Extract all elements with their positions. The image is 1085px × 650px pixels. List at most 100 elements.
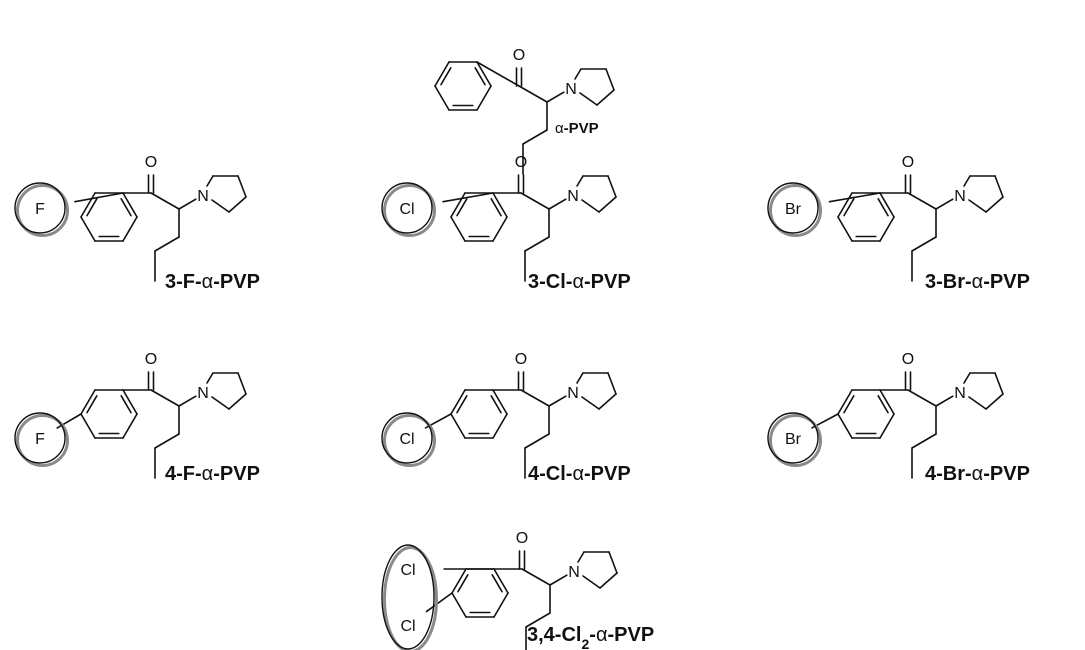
highlight-shadow <box>769 414 822 467</box>
pyrrolidine-bond <box>206 175 214 187</box>
aromatic-double-bond <box>120 198 132 217</box>
pyrrolidine-bond <box>574 68 582 80</box>
compound-name-label: α-PVP <box>555 120 599 137</box>
nitrogen-atom-label: N <box>568 564 580 581</box>
benzene-bond <box>879 389 895 415</box>
pyrrolidine-bond <box>581 396 600 410</box>
nitrogen-atom-label: N <box>954 385 966 402</box>
pyrrolidine-bond <box>228 196 247 213</box>
oxygen-atom-label: O <box>902 154 914 171</box>
alpha-carbon-bond <box>518 85 548 103</box>
amine-bond <box>935 198 954 210</box>
amine-bond <box>935 395 954 407</box>
oxygen-atom-label: O <box>145 154 157 171</box>
substituent-highlight <box>381 544 435 650</box>
benzene-bond <box>492 389 508 415</box>
alpha-carbon-bond <box>150 192 180 210</box>
aromatic-double-bond <box>120 395 132 414</box>
amine-bond <box>548 198 567 210</box>
amine-bond <box>178 198 197 210</box>
benzene-bond <box>451 568 467 594</box>
compound-name-label: 3-Br-α-PVP <box>925 271 1030 293</box>
oxygen-atom-label: O <box>515 154 527 171</box>
aromatic-double-bond <box>490 395 502 414</box>
substituent-highlight <box>767 412 819 464</box>
benzene-bond <box>492 216 508 242</box>
aromatic-double-bond <box>877 395 889 414</box>
compound-name-label: 3-Cl-α-PVP <box>528 271 631 293</box>
aromatic-double-bond <box>456 198 468 217</box>
oxygen-atom-label: O <box>515 351 527 368</box>
aromatic-double-bond <box>877 198 889 217</box>
pyrrolidine-bond <box>577 551 585 563</box>
halogen-bond <box>442 192 494 203</box>
compound-name-label: 4-Br-α-PVP <box>925 463 1030 485</box>
pyrrolidine-bond <box>228 393 247 410</box>
pyrrolidine-bond <box>579 92 598 106</box>
pyrrolidine-bond <box>968 199 987 213</box>
pyrrolidine-bond <box>605 68 615 91</box>
chain-bond <box>911 236 937 252</box>
benzene-bond <box>80 192 96 218</box>
benzene-bond <box>80 413 96 439</box>
aromatic-double-bond <box>457 574 469 593</box>
benzene-bond <box>837 216 853 242</box>
substituent-highlight <box>381 182 433 234</box>
aromatic-double-bond <box>456 395 468 414</box>
alpha-carbon-bond <box>150 389 180 407</box>
benzene-bond <box>451 592 467 618</box>
benzene-bond <box>450 216 466 242</box>
benzene-bond <box>80 389 96 415</box>
benzene-bond <box>879 216 895 242</box>
benzene-bond <box>122 192 138 218</box>
alpha-carbon-bond <box>521 568 551 586</box>
benzene-bond <box>450 389 466 415</box>
chain-bond <box>524 433 550 449</box>
benzene-bond <box>493 592 509 618</box>
substituent-highlight <box>14 412 66 464</box>
halogen-atom-label: Cl <box>400 562 415 579</box>
benzene-bond <box>122 413 138 439</box>
halogen-atom-label: Br <box>785 431 802 448</box>
highlight-shadow <box>383 184 436 237</box>
pyrrolidine-bond <box>582 575 601 589</box>
benzene-bond <box>492 413 508 439</box>
amine-bond <box>549 574 568 586</box>
chain-bond <box>524 236 550 252</box>
halogen-bond <box>828 192 881 203</box>
benzene-bond <box>837 192 853 218</box>
benzene-bond <box>122 389 138 415</box>
pyrrolidine-bond <box>581 199 600 213</box>
nitrogen-atom-label: N <box>197 188 209 205</box>
benzene-bond <box>493 568 509 594</box>
aromatic-double-bond <box>490 198 502 217</box>
substituent-highlight <box>767 182 819 234</box>
alpha-carbon-bond <box>907 192 937 210</box>
chain-bond <box>154 433 180 449</box>
pyrrolidine-bond <box>237 372 247 395</box>
nitrogen-atom-label: N <box>565 81 577 98</box>
halogen-bond <box>425 592 453 613</box>
pyrrolidine-bond <box>994 372 1004 395</box>
aromatic-double-bond <box>491 574 503 593</box>
pyrrolidine-bond <box>994 175 1004 198</box>
aryl-ketone-bond <box>476 61 520 87</box>
pyrrolidine-bond <box>607 175 617 198</box>
oxygen-atom-label: O <box>516 530 528 547</box>
highlight-shadow <box>383 546 438 650</box>
aromatic-double-bond <box>474 67 486 86</box>
nitrogen-atom-label: N <box>954 188 966 205</box>
benzene-bond <box>837 413 853 439</box>
aromatic-double-bond <box>440 67 452 86</box>
benzene-bond <box>476 61 492 87</box>
benzene-bond <box>434 61 450 87</box>
benzene-bond <box>450 413 466 439</box>
oxygen-atom-label: O <box>145 351 157 368</box>
chain-bond <box>911 433 937 449</box>
halogen-atom-label: F <box>35 431 45 448</box>
